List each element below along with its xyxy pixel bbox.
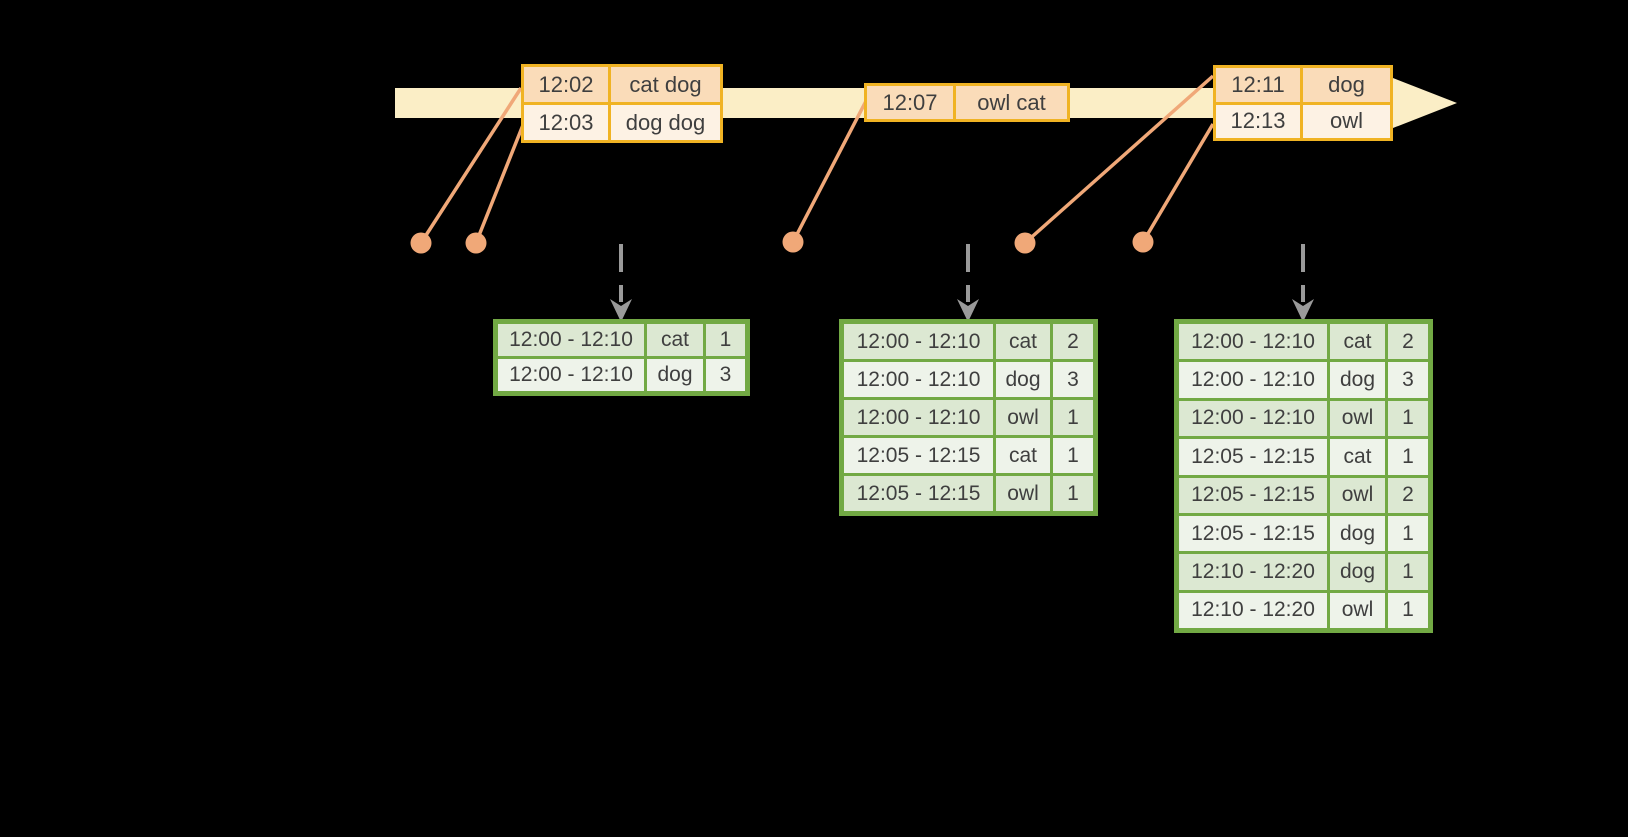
result-word-cell: cat — [996, 438, 1050, 473]
result-count-cell: 1 — [1053, 476, 1093, 511]
result-window-cell: 12:00 - 12:10 — [1179, 400, 1327, 437]
trigger-point-dot — [1014, 232, 1036, 254]
event-words-cell: cat dog — [611, 67, 720, 102]
trigger-arrowhead-icon — [957, 299, 979, 322]
result-count-cell: 3 — [706, 359, 745, 391]
trigger-arrowhead-icon — [610, 299, 632, 322]
result-word-cell: dog — [1330, 554, 1385, 590]
result-word-cell: dog — [1330, 515, 1385, 552]
result-count-cell: 1 — [1388, 515, 1428, 552]
result-window-cell: 12:00 - 12:10 — [498, 359, 644, 391]
trigger-point-dot — [465, 232, 487, 254]
result-count-cell: 2 — [1053, 324, 1093, 359]
result-window-cell: 12:05 - 12:15 — [844, 438, 993, 473]
result-count-cell: 1 — [1388, 554, 1428, 590]
event-words-cell: dog dog — [611, 105, 720, 140]
event-time-cell: 12:03 — [524, 105, 608, 140]
result-word-cell: dog — [996, 362, 1050, 397]
result-word-cell: owl — [1330, 592, 1385, 628]
result-window-cell: 12:00 - 12:10 — [844, 362, 993, 397]
result-window-cell: 12:00 - 12:10 — [844, 400, 993, 435]
result-count-cell: 2 — [1388, 477, 1428, 513]
result-window-cell: 12:10 - 12:20 — [1179, 592, 1327, 628]
result-word-cell: owl — [996, 400, 1050, 435]
event-time-cell: 12:11 — [1216, 68, 1300, 102]
trigger-point-dot — [1132, 231, 1154, 253]
result-window-cell: 12:05 - 12:15 — [844, 476, 993, 511]
result-word-cell: dog — [1330, 362, 1385, 398]
result-window-cell: 12:05 - 12:15 — [1179, 477, 1327, 513]
result-window-cell: 12:00 - 12:10 — [1179, 362, 1327, 398]
event-connector-line — [419, 87, 523, 244]
result-count-cell: 1 — [706, 324, 745, 356]
result-word-cell: cat — [1330, 324, 1385, 360]
result-count-cell: 3 — [1388, 362, 1428, 398]
result-word-cell: owl — [1330, 400, 1385, 437]
result-word-cell: owl — [996, 476, 1050, 511]
trigger-point-dot — [410, 232, 432, 254]
result-window-cell: 12:00 - 12:10 — [1179, 324, 1327, 360]
result-count-cell: 1 — [1053, 438, 1093, 473]
event-connector-line — [791, 100, 868, 243]
result-count-cell: 1 — [1053, 400, 1093, 435]
result-window-cell: 12:05 - 12:15 — [1179, 439, 1327, 475]
result-count-cell: 2 — [1388, 324, 1428, 360]
event-connector-line — [474, 124, 525, 244]
result-word-cell: cat — [647, 324, 703, 356]
timeline-arrowhead-icon — [1393, 78, 1457, 128]
result-word-cell: owl — [1330, 477, 1385, 513]
event-connector-line — [1141, 123, 1215, 243]
trigger-arrowhead-icon — [1292, 299, 1314, 322]
event-words-cell: owl — [1303, 104, 1390, 138]
event-connector-line — [1023, 74, 1215, 245]
result-window-cell: 12:10 - 12:20 — [1179, 554, 1327, 590]
event-words-cell: dog — [1303, 68, 1390, 102]
event-time-cell: 12:02 — [524, 67, 608, 102]
result-window-cell: 12:05 - 12:15 — [1179, 515, 1327, 552]
result-word-cell: cat — [996, 324, 1050, 359]
result-window-cell: 12:00 - 12:10 — [498, 324, 644, 356]
result-count-cell: 3 — [1053, 362, 1093, 397]
result-word-cell: dog — [647, 359, 703, 391]
result-count-cell: 1 — [1388, 439, 1428, 475]
result-word-cell: cat — [1330, 439, 1385, 475]
event-time-cell: 12:13 — [1216, 104, 1300, 138]
result-count-cell: 1 — [1388, 592, 1428, 628]
trigger-point-dot — [782, 231, 804, 253]
result-count-cell: 1 — [1388, 400, 1428, 437]
event-time-cell: 12:07 — [867, 86, 953, 119]
result-window-cell: 12:00 - 12:10 — [844, 324, 993, 359]
event-words-cell: owl cat — [956, 86, 1067, 119]
